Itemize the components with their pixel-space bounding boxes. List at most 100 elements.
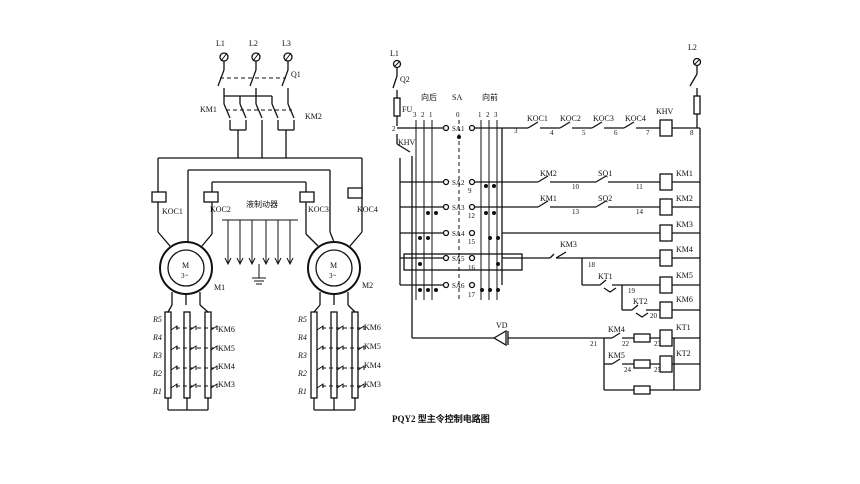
- sa-fwd-1: 1: [478, 111, 482, 119]
- koc2-contact: KOC2: [560, 114, 581, 123]
- right-control-circuit: L1 Q2 FU 2 KHV 向后 SA 向前 3 2 1 0 1 2 3: [390, 43, 702, 395]
- km6-coil-label: KM6: [676, 295, 693, 304]
- m2-km4: KM4: [364, 361, 381, 370]
- koc3-contact: KOC3: [593, 114, 614, 123]
- motor-m2-sub: 3~: [329, 272, 337, 280]
- m1-km5: KM5: [218, 344, 235, 353]
- left-power-circuit: L1 L2 L3 Q1 KM1 KM2: [151, 39, 381, 411]
- phase-label-l1: L1: [216, 39, 225, 48]
- sa-forward: 向前: [482, 92, 498, 102]
- node-3: 3: [514, 127, 518, 135]
- khv-right: KHV: [656, 107, 674, 116]
- m2-r5: R5: [297, 315, 307, 324]
- sa-zero: 0: [456, 111, 460, 119]
- sa-fwd-3: 3: [494, 111, 498, 119]
- sa6-label: SA6: [452, 282, 465, 290]
- khv-left: KHV: [398, 138, 416, 147]
- supply-l2: L2: [688, 43, 697, 52]
- km2-label: KM2: [305, 112, 322, 121]
- motor-m2-name: M: [330, 261, 337, 270]
- kt1-contact: KT1: [598, 272, 613, 281]
- koc4-contact: KOC4: [625, 114, 646, 123]
- q1-label: Q1: [291, 70, 301, 79]
- kt2-coil: [659, 355, 673, 373]
- node-10: 10: [572, 183, 580, 191]
- m1-resistor-contacts: [170, 325, 218, 389]
- node-9: 9: [468, 187, 472, 195]
- sa-back-3: 3: [413, 111, 417, 119]
- km4-contact: KM4: [608, 325, 625, 334]
- km1-coil: [659, 173, 673, 191]
- node-19: 19: [628, 287, 636, 295]
- sa-back-2: 2: [421, 111, 425, 119]
- sa-label: SA: [452, 93, 462, 102]
- node-8: 8: [690, 129, 694, 137]
- m1-km6: KM6: [218, 325, 235, 334]
- node-4: 4: [550, 129, 554, 137]
- sa1-label: SA1: [452, 125, 465, 133]
- node-15: 15: [468, 238, 476, 246]
- koc2-label: KOC2: [210, 205, 231, 214]
- m2-r1: R1: [297, 387, 307, 396]
- node-24: 24: [624, 366, 632, 374]
- koc4-label: KOC4: [357, 205, 378, 214]
- kt2-coil-label: KT2: [676, 349, 691, 358]
- m2-resistor-contacts: [316, 325, 365, 389]
- motor-m2-tag: M2: [362, 281, 373, 290]
- sa-contact-rows: [418, 124, 500, 292]
- koc3-coil: [299, 191, 315, 203]
- fu-label: FU: [402, 105, 412, 114]
- sa3-label: SA3: [452, 204, 465, 212]
- interlock-km2: KM2: [540, 169, 557, 178]
- brake-label: 液制动器: [246, 199, 278, 209]
- koc3-label: KOC3: [308, 205, 329, 214]
- node-20: 20: [650, 312, 658, 320]
- koc2-coil: [203, 191, 219, 203]
- km1-label: KM1: [200, 105, 217, 114]
- phase-label-l2: L2: [249, 39, 258, 48]
- km1-coil-label: KM1: [676, 169, 693, 178]
- q2-label: Q2: [400, 75, 410, 84]
- m2-km3: KM3: [364, 380, 381, 389]
- vd-label: VD: [496, 321, 508, 330]
- km5-coil: [659, 276, 673, 294]
- sa-back: 向后: [421, 92, 437, 102]
- phase-label-l3: L3: [282, 39, 291, 48]
- interlock-sq1: SQ1: [598, 169, 612, 178]
- node-17: 17: [468, 291, 476, 299]
- node-14: 14: [636, 208, 644, 216]
- interlock-km1: KM1: [540, 194, 557, 203]
- sa5-label: SA5: [452, 255, 465, 263]
- km2-coil-label: KM2: [676, 194, 693, 203]
- sa4-label: SA4: [452, 230, 465, 238]
- m2-r4: R4: [297, 333, 307, 342]
- interlock-sq2: SQ2: [598, 194, 612, 203]
- koc1-coil: [151, 191, 167, 203]
- koc4-coil: [347, 187, 363, 199]
- motor-m1-tag: M1: [214, 283, 225, 292]
- node-7: 7: [646, 129, 650, 137]
- node-13: 13: [572, 208, 580, 216]
- m1-r5: R5: [152, 315, 162, 324]
- m1-r3: R3: [152, 351, 162, 360]
- m2-km6: KM6: [364, 323, 381, 332]
- figure-caption: PQY2 型主令控制电路图: [392, 413, 490, 424]
- koc1-contact: KOC1: [527, 114, 548, 123]
- m2-km5: KM5: [364, 342, 381, 351]
- m1-r2: R2: [152, 369, 162, 378]
- koc1-label: KOC1: [162, 207, 183, 216]
- km2-coil: [659, 198, 673, 216]
- sa-fwd-2: 2: [486, 111, 490, 119]
- node-18: 18: [588, 261, 596, 269]
- km3-contact: KM3: [560, 240, 577, 249]
- node-11: 11: [636, 183, 643, 191]
- km3-coil: [659, 224, 673, 242]
- km5-coil-label: KM5: [676, 271, 693, 280]
- node-23: 23: [654, 340, 662, 348]
- kt2-contact: KT2: [633, 297, 648, 306]
- node-25: 25: [654, 366, 662, 374]
- km5-contact: KM5: [608, 351, 625, 360]
- km4-coil-label: KM4: [676, 245, 693, 254]
- node-16: 16: [468, 264, 476, 272]
